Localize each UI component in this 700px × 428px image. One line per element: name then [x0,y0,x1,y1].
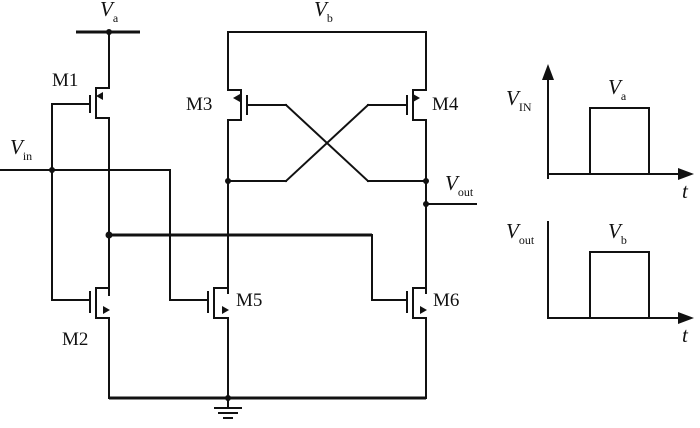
m5-label: M5 [236,290,262,311]
ground-icon [214,397,242,419]
transistor-m5 [169,287,229,399]
transistor-m6 [371,287,427,399]
waveform-bottom-ylabel: Vout [506,219,535,247]
waveform-bottom [547,221,694,324]
waveform-top-axis-label: t [682,179,689,203]
inverter-output-bus [105,231,373,301]
m1-label: M1 [52,70,78,91]
transistor-m3 [227,89,287,294]
waveform-bottom-pulse-label: Vb [608,219,627,247]
svg-text:Vout: Vout [445,171,474,199]
vout-label: Vout [445,171,474,199]
vin-label: Vin [10,135,32,163]
svg-text:Vout: Vout [506,219,535,247]
svg-text:Vin: Vin [10,135,32,163]
waveform-bottom-axis-label: t [682,323,689,347]
svg-text:Va: Va [608,75,627,103]
transistor-m4 [367,89,427,294]
svg-text:Vb: Vb [608,219,627,247]
vout-wiring [423,201,477,207]
ground-bus [109,395,426,401]
va-label: Va [100,0,119,25]
m3-label: M3 [186,94,212,115]
m6-label: M6 [433,290,459,311]
svg-text:VIN: VIN [506,86,532,114]
va-rail [76,29,140,89]
vin-wiring [0,103,171,301]
vb-label: Vb [314,0,333,25]
cross-coupling [225,103,429,184]
svg-text:Vb: Vb [314,0,333,25]
m4-label: M4 [432,94,459,115]
waveform-top [542,64,694,180]
transistor-m1 [51,87,110,296]
transistor-m2 [51,287,110,399]
waveform-top-ylabel: VIN [506,86,532,114]
m2-label: M2 [62,329,88,350]
waveform-top-pulse-label: Va [608,75,627,103]
svg-text:Va: Va [100,0,119,25]
vb-rail [227,31,427,91]
